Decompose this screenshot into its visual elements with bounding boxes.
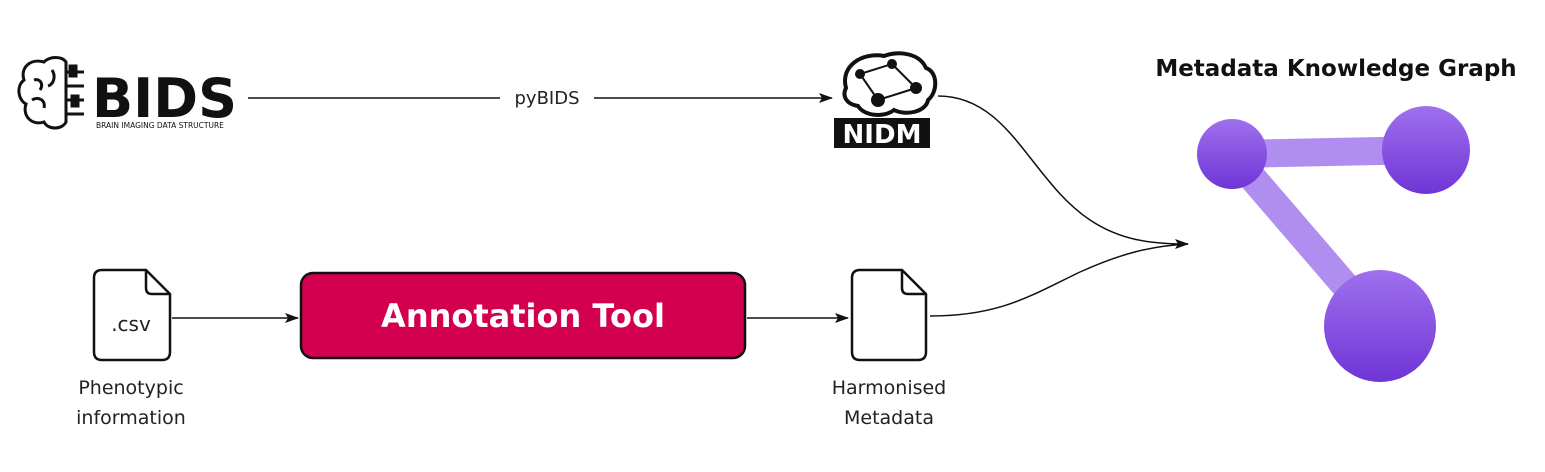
file-icon <box>850 268 928 362</box>
nidm-badge <box>834 118 930 148</box>
knowledge-graph: Metadata Knowledge Graph <box>1155 56 1517 382</box>
knowledge-graph-title: Metadata Knowledge Graph <box>1155 56 1516 82</box>
harmonised-caption-line2: Metadata <box>844 407 934 429</box>
brain-network-icon <box>842 51 938 117</box>
bids-wordmark: BIDS <box>92 67 237 130</box>
graph-node-bottom <box>1324 270 1436 382</box>
brain-icon <box>17 56 84 130</box>
bids-logo: BIDS BRAIN IMAGING DATA STRUCTURE <box>17 56 237 130</box>
csv-caption-line2: information <box>76 407 186 429</box>
graph-icon <box>1197 106 1470 382</box>
pybids-label: pyBIDS <box>514 88 579 109</box>
csv-extension-label: .csv <box>111 312 151 336</box>
file-icon <box>92 268 172 362</box>
harmonised-to-graph-edge <box>929 243 1189 317</box>
harmonised-file: Harmonised Metadata <box>832 268 947 429</box>
nidm-to-graph-edge <box>937 95 1189 249</box>
annotation-tool-box: Annotation Tool <box>299 271 747 360</box>
graph-node-left <box>1197 119 1267 189</box>
nidm-logo: NIDM <box>834 51 938 150</box>
csv-file: .csv Phenotypic information <box>76 268 186 429</box>
nidm-wordmark: NIDM <box>843 120 922 150</box>
graph-node-right <box>1382 106 1470 194</box>
bids-to-nidm-edge: pyBIDS <box>248 88 833 109</box>
bids-tagline: BRAIN IMAGING DATA STRUCTURE <box>96 121 224 130</box>
csv-caption-line1: Phenotypic <box>78 377 183 399</box>
harmonised-caption-line1: Harmonised <box>832 377 947 399</box>
annotation-tool-label: Annotation Tool <box>381 297 665 335</box>
